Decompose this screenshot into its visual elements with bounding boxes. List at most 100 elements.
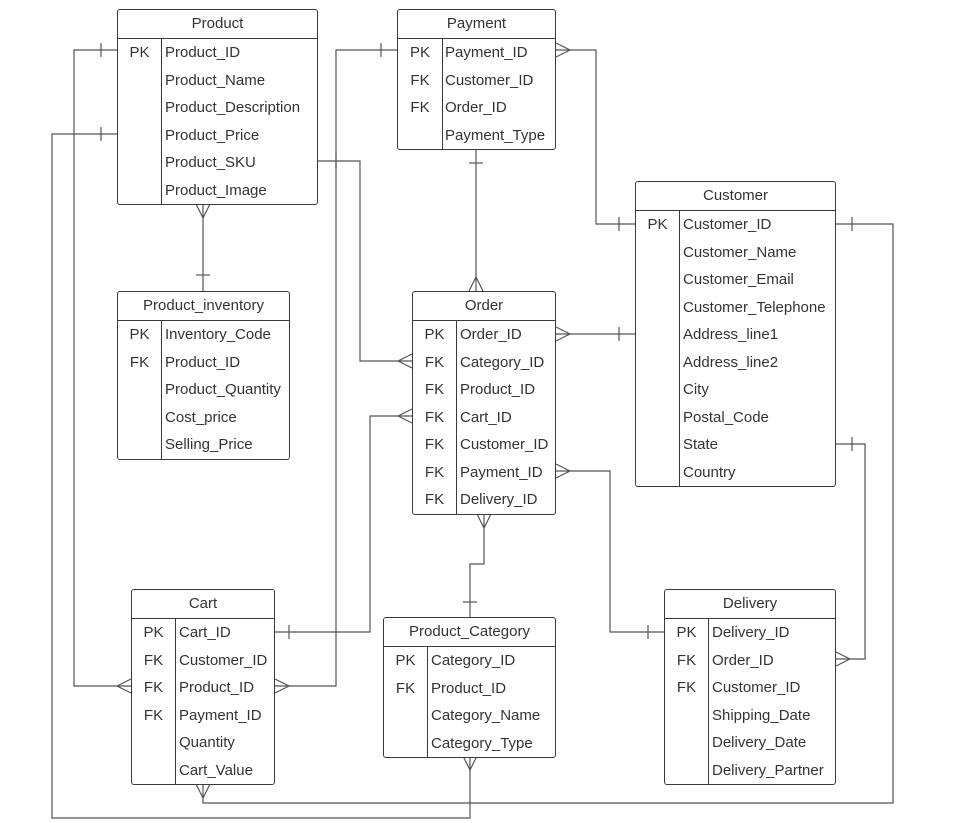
attribute-name: Delivery_Date [712, 734, 807, 751]
key-column-divider [413, 321, 457, 514]
attribute-row: Product_Description [118, 94, 317, 122]
many-marker [396, 353, 413, 369]
entity-title: Cart [132, 590, 274, 619]
attribute-name: Payment_Type [445, 126, 546, 144]
attribute-name: Customer_ID [683, 216, 772, 233]
attribute-name: Product_ID [165, 44, 241, 61]
attribute-name: Customer_Telephone [683, 298, 826, 316]
key-marker: PK [424, 326, 445, 343]
attribute-name: Product_SKU [165, 154, 256, 171]
attribute-row: FK Payment_ID [413, 459, 555, 487]
key-column-divider [384, 647, 428, 757]
many-marker [274, 678, 291, 694]
attribute-name: Customer_Name [683, 243, 797, 261]
entity-title: Delivery [665, 590, 835, 619]
link-payment-cart [275, 49, 397, 687]
attribute-row: Delivery_Partner [665, 757, 835, 785]
key-marker: PK [676, 624, 697, 641]
link-order-category [469, 514, 485, 617]
attribute-name: Product_Description [165, 99, 301, 116]
attribute-name: Cart_ID [460, 408, 512, 426]
attribute-row: Product_SKU [118, 149, 317, 177]
key-marker: FK [676, 679, 697, 696]
attribute-name: Cart_Value [179, 761, 253, 779]
attribute-row: Address_line2 [636, 349, 835, 377]
many-marker [396, 408, 413, 424]
attribute-name: Product_ID [431, 679, 507, 697]
attribute-name: Product_ID [179, 679, 255, 696]
link-customer-delivery [836, 443, 866, 660]
key-column-divider [665, 619, 709, 784]
key-marker: FK [424, 353, 445, 371]
attribute-row: Customer_Name [636, 239, 835, 267]
link-product-order [318, 160, 412, 362]
attribute-name: Quantity [179, 734, 235, 751]
attribute-name: Shipping_Date [712, 706, 811, 724]
attribute-name: Delivery_ID [712, 624, 790, 641]
attribute-row: Product_Quantity [118, 376, 289, 404]
attribute-name: Cart_ID [179, 624, 231, 641]
attribute-row: Customer_Email [636, 266, 835, 294]
attribute-row: Postal_Code [636, 404, 835, 432]
attribute-row: Category_Type [384, 730, 555, 758]
attribute-row: FK Category_ID [413, 349, 555, 377]
attribute-name: City [683, 381, 709, 398]
attribute-name: Order_ID [445, 99, 507, 116]
attribute-name: Customer_ID [712, 679, 801, 696]
link-product-cart [73, 49, 131, 687]
attribute-name: Cost_price [165, 408, 237, 426]
many-marker [555, 463, 572, 479]
many-marker [115, 678, 132, 694]
key-marker: PK [409, 44, 430, 61]
key-marker: FK [424, 381, 445, 398]
attribute-name: Product_Quantity [165, 381, 281, 398]
attribute-name: Order_ID [460, 326, 522, 343]
entity-title: Product_inventory [118, 292, 289, 321]
key-marker: FK [676, 651, 697, 669]
attribute-name: Product_ID [460, 381, 536, 398]
key-marker: FK [395, 679, 416, 697]
attribute-row: PK Order_ID [413, 321, 555, 349]
many-marker [555, 42, 572, 58]
key-marker: PK [143, 624, 164, 641]
attribute-name: Category_ID [431, 652, 516, 669]
attribute-row: City [636, 376, 835, 404]
entity-title: Payment [398, 10, 555, 39]
entity-title: Customer [636, 182, 835, 211]
attribute-name: Product_Image [165, 181, 267, 199]
many-marker [468, 275, 484, 292]
attribute-row: Address_line1 [636, 321, 835, 349]
attribute-name: Category_ID [460, 353, 545, 371]
many-marker [195, 203, 211, 220]
entity-title: Product_Category [384, 618, 555, 647]
key-marker: FK [424, 463, 445, 481]
attribute-name: Selling_Price [165, 436, 253, 453]
key-column-divider [398, 39, 443, 149]
attribute-name: Payment_ID [445, 44, 528, 61]
key-marker: FK [143, 706, 164, 724]
attribute-name: Customer_Email [683, 271, 794, 288]
attribute-name: Customer_ID [445, 71, 534, 89]
key-marker: FK [424, 408, 445, 426]
many-marker [476, 513, 492, 530]
attribute-row: Payment_Type [398, 122, 555, 150]
link-order-cart [275, 415, 412, 633]
attribute-row: FK Product_ID [413, 376, 555, 404]
attribute-name: Payment_ID [460, 463, 543, 481]
key-marker: FK [129, 353, 150, 371]
